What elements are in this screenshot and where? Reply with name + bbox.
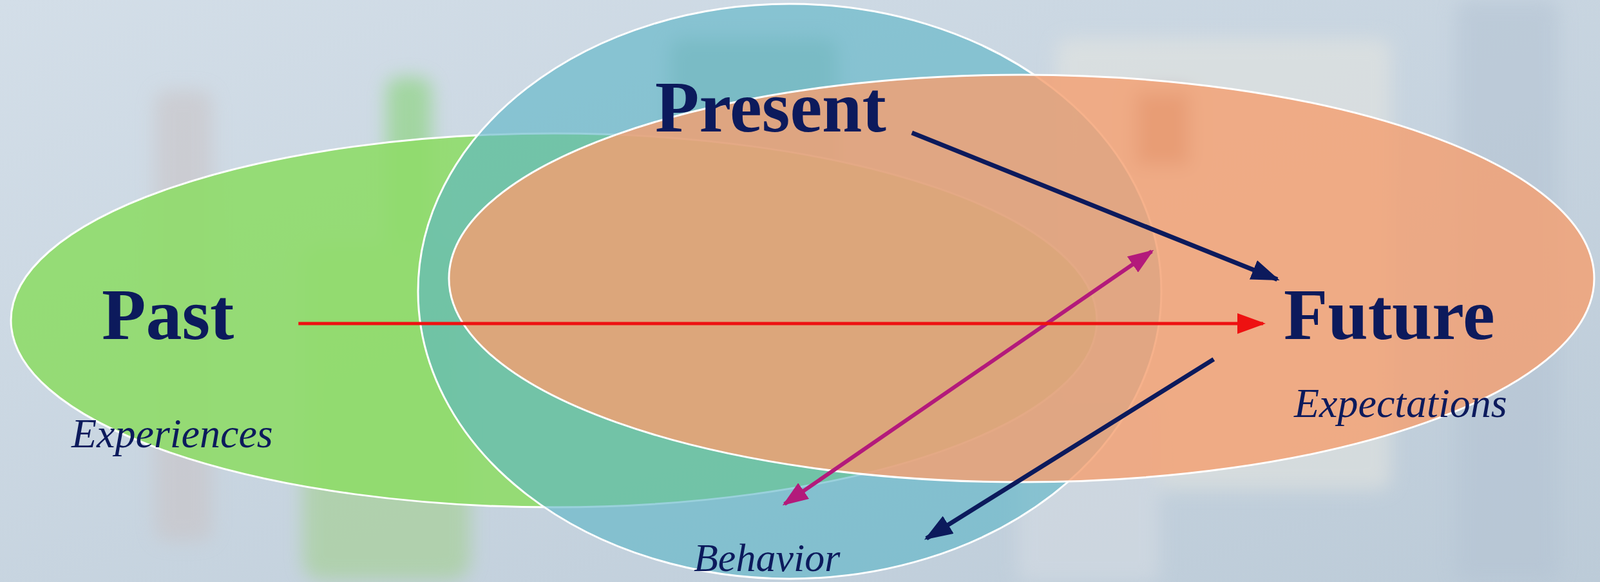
flow-arrow [298,322,1264,326]
flow-arrow [926,358,1214,538]
stage-caption: Behavior [693,534,840,581]
stage-title: Past [101,273,234,357]
interaction-arrow [784,251,1152,504]
ellipse-shape [448,74,1595,482]
stage-caption: Expectations [1294,379,1508,428]
stage-caption: Experiences [71,409,274,458]
stage-title: Future [1283,273,1496,357]
future-ellipse: FutureExpectations [446,72,1597,485]
stage-title: Present [655,65,887,149]
flow-arrow [912,132,1278,280]
